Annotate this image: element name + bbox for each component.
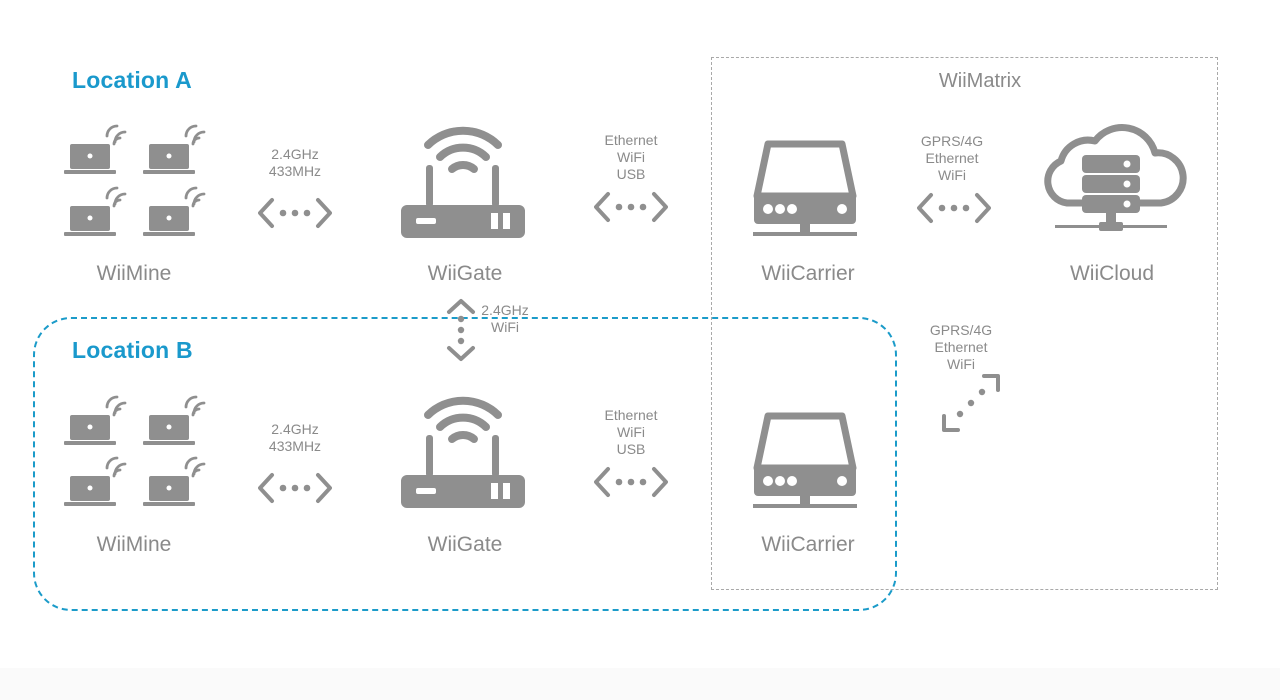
laptop-wifi-icon — [141, 395, 211, 445]
wiigate-a-label: WiiGate — [427, 262, 503, 285]
wiimine-b-label: WiiMine — [96, 533, 172, 556]
laptop-wifi-icon — [62, 395, 132, 445]
location-a-title: Location A — [72, 67, 192, 93]
bidirectional-arrow-icon — [594, 465, 668, 499]
laptop-wifi-icon — [62, 124, 132, 174]
laptop-wifi-icon — [62, 186, 132, 236]
wiimatrix-boundary — [711, 57, 1218, 590]
router-icon — [398, 115, 528, 245]
bidirectional-arrow-icon — [258, 471, 332, 505]
location-b-title: Location B — [72, 337, 193, 363]
footer-band — [0, 668, 1280, 700]
wiicarrier-a-label: WiiCarrier — [761, 262, 855, 285]
bidirectional-arrow-icon — [917, 191, 991, 225]
laptop-wifi-icon — [141, 124, 211, 174]
vertical-bidirectional-arrow-icon — [447, 299, 475, 361]
diagonal-bidirectional-arrow-icon — [942, 374, 1000, 432]
wiimine-a-label: WiiMine — [96, 262, 172, 285]
bidirectional-arrow-icon — [258, 196, 332, 230]
router-icon — [398, 385, 528, 515]
laptop-wifi-icon — [141, 456, 211, 506]
laptop-wifi-icon — [62, 456, 132, 506]
laptop-wifi-icon — [141, 186, 211, 236]
bidirectional-arrow-icon — [594, 190, 668, 224]
wiimatrix-title: WiiMatrix — [938, 70, 1022, 92]
wiicloud-label: WiiCloud — [1069, 262, 1155, 285]
carrier-device-icon — [750, 410, 860, 510]
wiigate-b-label: WiiGate — [427, 533, 503, 556]
wiicarrier-b-label: WiiCarrier — [761, 533, 855, 556]
cloud-server-icon — [1037, 115, 1187, 240]
location-b-boundary — [33, 317, 897, 611]
carrier-device-icon — [750, 138, 860, 238]
